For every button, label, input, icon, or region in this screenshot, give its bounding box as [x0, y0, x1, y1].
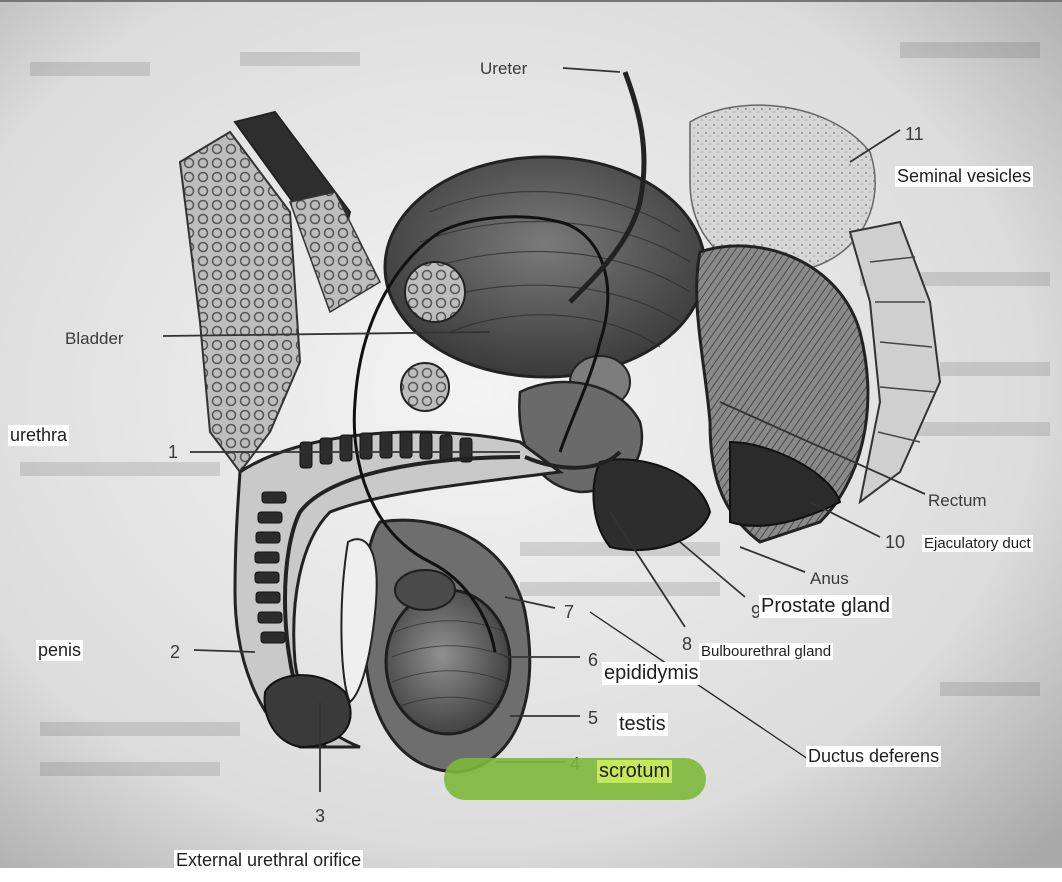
label-prostate-gland: Prostate gland	[759, 595, 892, 618]
printed-label-rectum: Rectum	[928, 491, 987, 510]
printed-number-5: 5	[588, 708, 598, 728]
leader-7	[504, 596, 556, 609]
connector-ductus-deferens	[589, 611, 809, 760]
leader-2	[193, 649, 256, 653]
label-seminal-vesicles: Seminal vesicles	[895, 166, 1034, 187]
penis-shaft	[233, 430, 564, 749]
perineal-muscle	[592, 458, 712, 551]
ureter-path	[568, 71, 647, 304]
leader-bladder	[162, 331, 491, 337]
label-penis: penis	[36, 640, 84, 661]
background-text-lines	[20, 42, 1050, 776]
sacrum-shape	[848, 220, 942, 505]
label-testis: testis	[617, 713, 668, 736]
printed-number-3: 3	[315, 806, 325, 826]
label-ejaculatory-duct: Ejaculatory duct	[922, 535, 1033, 553]
printed-number-10: 10	[885, 532, 905, 552]
printed-number-11: 11	[905, 124, 924, 144]
printed-label-ureter: Ureter	[480, 59, 528, 78]
printed-number-6: 6	[588, 650, 598, 670]
leader-9	[679, 541, 746, 598]
printed-number-2: 2	[170, 642, 180, 662]
leader-rectum	[719, 401, 926, 495]
label-urethra: urethra	[8, 425, 70, 446]
top-border	[0, 0, 1062, 2]
ductus-cross-section	[404, 261, 466, 323]
leader-8	[609, 511, 686, 628]
printed-label-anus: Anus	[810, 569, 849, 588]
printed-leader-lines	[162, 67, 926, 792]
label-scrotum: scrotum	[597, 760, 673, 783]
leader-10	[809, 501, 881, 538]
pubic-tissue	[178, 130, 302, 474]
label-external-urethral-orifice: External urethral orifice	[174, 850, 364, 871]
leader-anus	[739, 546, 806, 573]
printed-number-7: 7	[564, 602, 574, 622]
ductus-deferens-path	[352, 230, 497, 653]
anal-sphincter	[729, 440, 842, 527]
leader-11	[849, 129, 901, 163]
symphysis-tissue	[289, 191, 381, 314]
testis-shape	[384, 588, 512, 736]
printed-number-9: 9	[751, 602, 761, 622]
leader-ureter	[562, 67, 621, 73]
vessel-cross-section	[400, 362, 450, 412]
glans-shape	[263, 674, 352, 749]
erectile-tissue-segments	[254, 431, 473, 644]
label-bulbourethral-gland: Bulbourethral gland	[699, 643, 834, 661]
ductus-deferens-upper	[439, 215, 610, 453]
urethra-prostatic	[524, 450, 622, 470]
testis-lobules	[391, 620, 509, 708]
epididymis-head	[394, 569, 456, 611]
printed-number-8: 8	[682, 634, 692, 654]
label-epididymis: epididymis	[602, 662, 701, 685]
spermatic-cord-loop	[340, 538, 378, 704]
printed-number-1: 1	[168, 442, 178, 462]
printed-label-bladder: Bladder	[65, 329, 124, 348]
sacrum-segments	[869, 256, 936, 443]
label-ductus-deferens: Ductus deferens	[806, 746, 942, 767]
